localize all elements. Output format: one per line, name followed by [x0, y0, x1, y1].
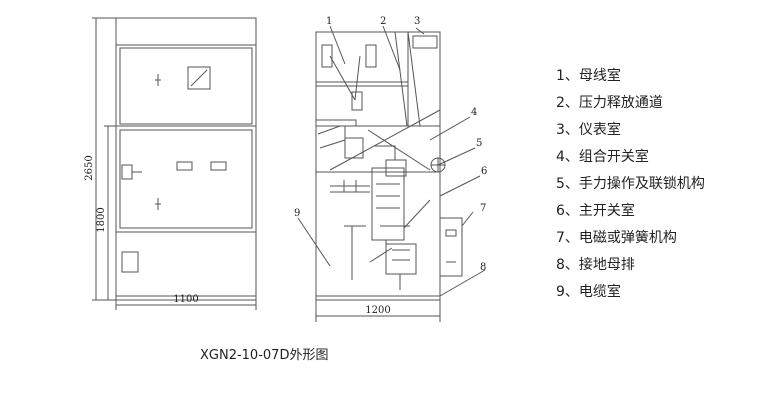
spring-mechanism-box — [439, 217, 463, 277]
legend-item: 9、电缆室 — [556, 284, 621, 300]
indicator-left — [176, 161, 193, 171]
side-cabinet-outline — [315, 125, 441, 301]
meter-window — [187, 66, 211, 90]
cable-hatch — [121, 251, 139, 273]
combined-switch-linkage — [344, 126, 431, 171]
busbar-floor-left — [315, 119, 357, 127]
main-breaker-body — [371, 167, 405, 241]
operating-shaft — [344, 199, 431, 280]
door-latch-block — [121, 164, 133, 180]
spring-mechanism-details — [445, 229, 457, 263]
legend-item: 3、仪表室 — [556, 122, 621, 138]
dim-lower-height-label: 1800 — [96, 207, 107, 232]
busbar-insulator-left — [321, 44, 333, 68]
dim-total-height-label: 2650 — [84, 155, 95, 180]
front-cabinet-outline — [115, 17, 257, 301]
callout-6: 6 — [481, 166, 487, 177]
callout-numbers: 1 2 3 4 5 6 7 8 9 — [294, 16, 487, 273]
front-view: 2650 1800 1100 — [84, 17, 257, 310]
busbar-chamber-shelf — [316, 81, 408, 87]
busbar-insulator-right — [365, 44, 377, 68]
callout-2: 2 — [380, 16, 386, 27]
legend-item: 8、接地母排 — [556, 257, 635, 273]
meter-needle — [190, 69, 208, 87]
busbar-chamber — [315, 31, 409, 127]
lower-door — [119, 129, 253, 229]
instrument-box — [407, 31, 441, 127]
main-breaker-top — [385, 159, 407, 177]
dim-width-ticks — [115, 300, 257, 310]
callout-5: 5 — [476, 138, 482, 149]
callout-1: 1 — [326, 16, 332, 27]
callout-4: 4 — [471, 107, 477, 118]
dim-width-label: 1100 — [173, 294, 198, 305]
legend-item: 1、母线室 — [556, 68, 621, 84]
instrument-box-top — [412, 35, 438, 49]
earthing-switch — [385, 243, 417, 275]
callout-3: 3 — [414, 16, 420, 27]
instrument-panel — [119, 47, 253, 125]
panel-handle-upper — [155, 74, 161, 86]
legend-item: 2、压力释放通道 — [556, 95, 663, 111]
legend-item: 4、组合开关室 — [556, 149, 649, 165]
combined-switch-hatch — [317, 109, 441, 171]
breaker-upper-links — [330, 180, 370, 193]
side-dim-width-label: 1200 — [365, 305, 390, 316]
callout-8: 8 — [480, 262, 486, 273]
earthing-switch-details — [369, 247, 410, 290]
legend-list: 1、母线室 2、压力释放通道 3、仪表室 4、组合开关室 5、手力操作及联锁机构… — [556, 66, 705, 309]
indicator-right — [210, 161, 227, 171]
callout-7: 7 — [480, 203, 486, 214]
side-view: 1 2 3 4 5 6 7 8 9 1200 — [294, 16, 487, 322]
panel-handle-lower — [155, 198, 161, 210]
main-breaker-details — [376, 183, 400, 270]
callout-9: 9 — [294, 208, 300, 219]
side-dim-width-ticks — [315, 300, 441, 322]
legend-item: 7、电磁或弹簧机构 — [556, 230, 677, 246]
legend-item: 5、手力操作及联锁机构 — [556, 176, 705, 192]
legend-item: 6、主开关室 — [556, 203, 635, 219]
figure-caption: XGN2-10-07D外形图 — [200, 348, 329, 363]
callout-leaders — [297, 25, 486, 297]
upper-disconnector — [329, 55, 363, 111]
dim-ticks — [92, 17, 116, 301]
